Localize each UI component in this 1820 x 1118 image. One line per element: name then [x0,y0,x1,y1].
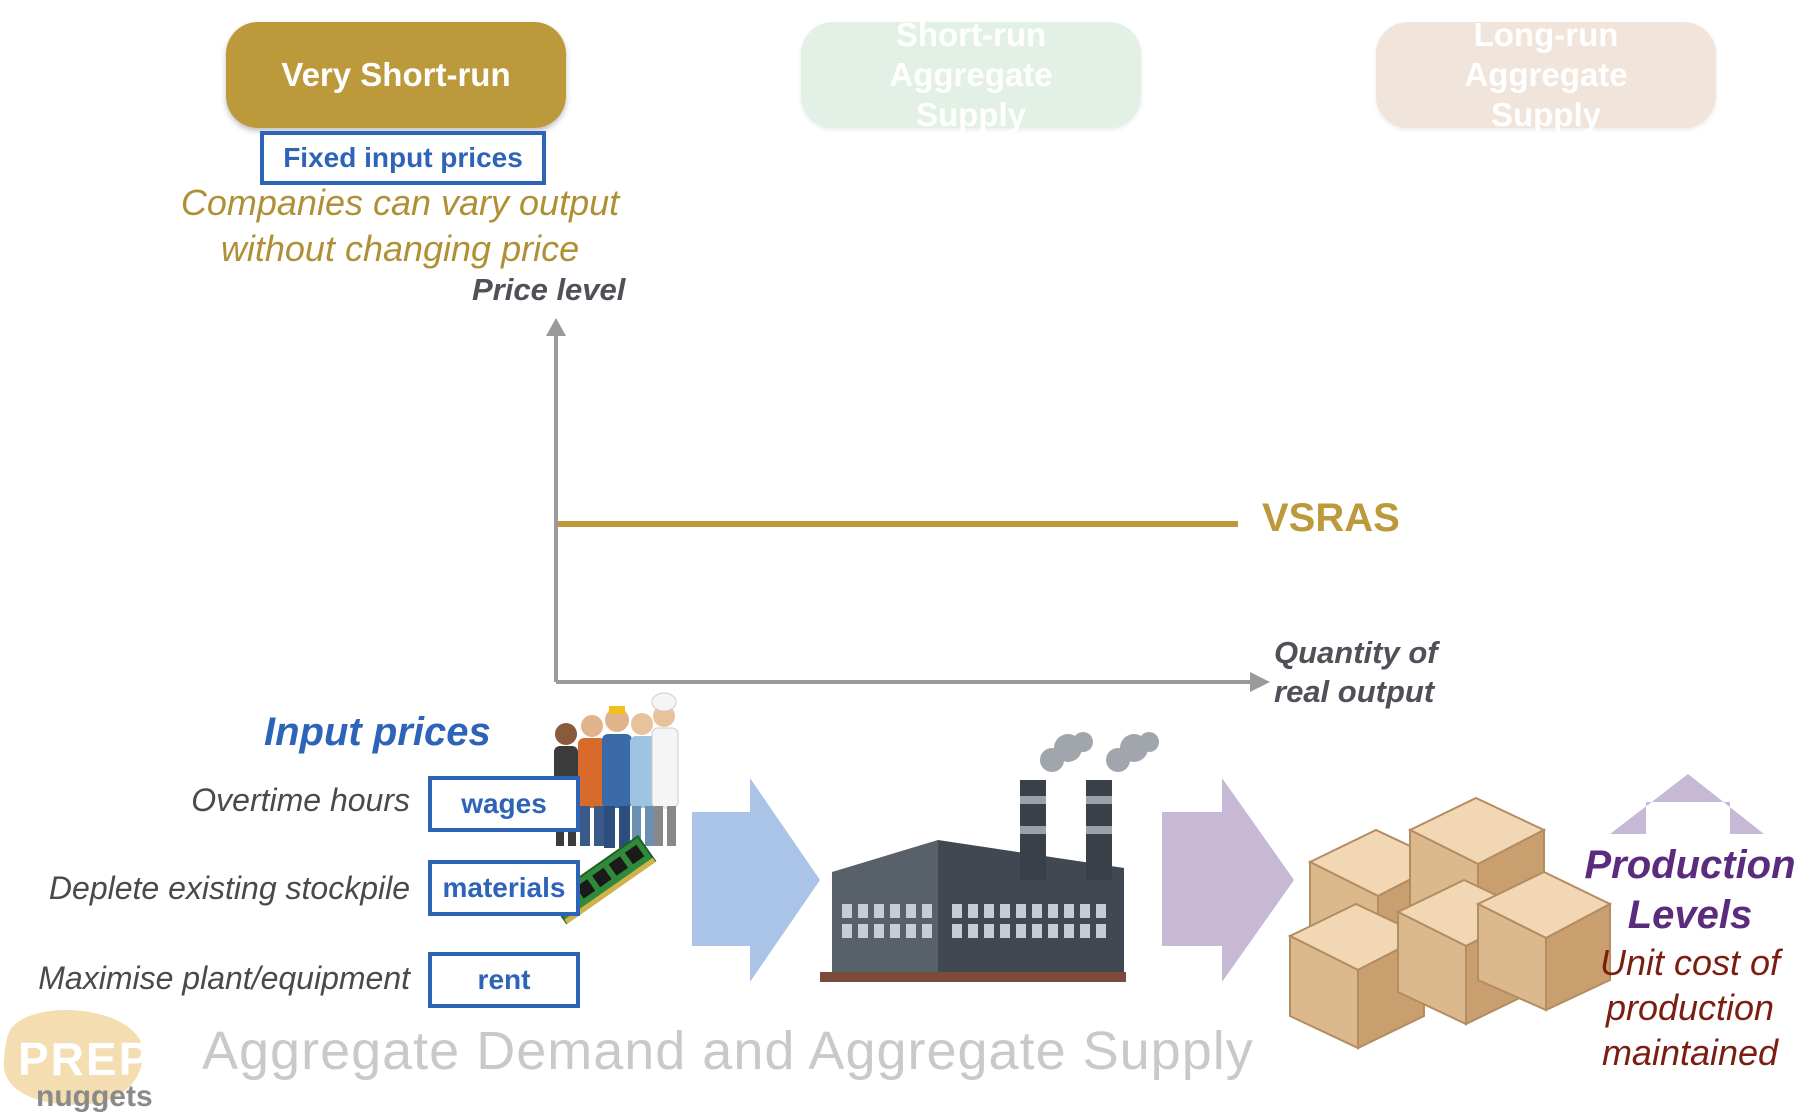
production-sub-line3: maintained [1601,1032,1779,1073]
crates-icon [1287,796,1613,1050]
x-axis-label-line2: real output [1274,674,1435,709]
materials-box: materials [428,860,580,916]
tab-label: Long-run Aggregate Supply [1464,16,1628,133]
footer-title: Aggregate Demand and Aggregate Supply [202,1021,1254,1081]
arrow-to-factory [692,778,820,982]
description: Companies can vary output without changi… [120,180,680,272]
materials-label: materials [442,872,566,903]
logo-prep: PREP [18,1033,152,1085]
deplete-stockpile-label: Deplete existing stockpile [48,870,410,906]
tab-short-run-aggregate-supply[interactable]: Short-run Aggregate Supply [801,16,1141,133]
overtime-hours-label: Overtime hours [191,782,410,818]
tab-long-run-aggregate-supply[interactable]: Long-run Aggregate Supply [1376,16,1716,133]
factory-icon [820,732,1159,982]
arrow-to-output [1162,778,1294,982]
production-title-line2: Levels [1627,893,1753,937]
x-axis [556,672,1270,692]
description-line2: without changing price [220,228,580,269]
production-levels: Production Levels Unit cost of productio… [1560,840,1820,1075]
prep-nuggets-logo: PREP nuggets [0,1000,153,1118]
rent-box: rent [428,952,580,1008]
y-axis-label: Price level [472,272,626,307]
tab-label: Short-run Aggregate Supply [889,16,1053,133]
fixed-input-prices-box: Fixed input prices [260,131,546,185]
tab-very-short-run[interactable]: Very Short-run [226,22,566,128]
production-sub-line1: Unit cost of [1599,942,1781,983]
vsras-label: VSRAS [1262,496,1400,540]
up-arrow-icon [1610,774,1764,834]
maximise-plant-label: Maximise plant/equipment [38,960,410,996]
wages-label: wages [461,788,547,819]
production-sub-line2: production [1605,987,1775,1028]
input-prices-title: Input prices [264,710,491,754]
x-axis-label: Quantity of real output [1274,633,1438,711]
tab-label: Very Short-run [281,56,511,93]
wages-box: wages [428,776,580,832]
description-line1: Companies can vary output [180,182,620,223]
production-title-line1: Production [1584,843,1796,887]
fixed-input-prices-label: Fixed input prices [283,142,523,173]
logo-blob [3,1009,143,1105]
x-axis-label-line1: Quantity of [1274,635,1438,670]
logo-nuggets: nuggets [36,1080,153,1113]
y-axis [546,318,566,682]
rent-label: rent [477,964,531,995]
